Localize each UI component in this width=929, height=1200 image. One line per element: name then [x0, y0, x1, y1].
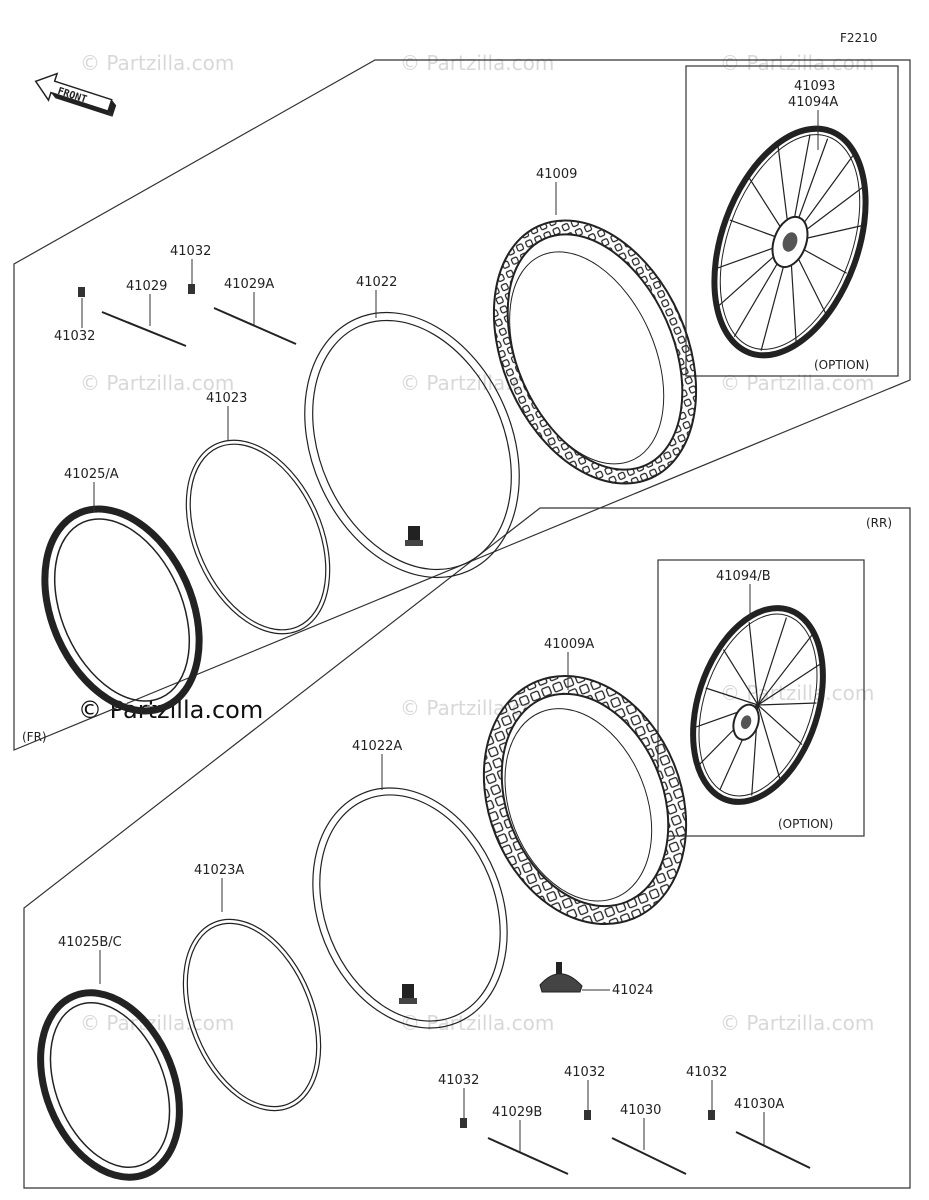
rear-section-outline — [23, 507, 911, 1189]
option-box-rear — [657, 559, 865, 837]
rear-tube-valve-icon — [399, 984, 417, 1004]
front-arrow-icon: FRONT — [34, 72, 117, 117]
label-41009A: 41009A — [544, 637, 594, 652]
front-rim-band — [185, 439, 331, 635]
front-tire — [492, 219, 698, 485]
spoke-nipple-icon — [460, 1110, 715, 1128]
watermark: © Partzilla.com — [720, 1011, 874, 1035]
rear-rim-band — [182, 918, 322, 1112]
spoke-icon — [101, 307, 297, 347]
watermark: © Partzilla.com — [720, 681, 874, 705]
watermark: © Partzilla.com — [720, 371, 874, 395]
label-41023A: 41023A — [194, 863, 244, 878]
watermarks: © Partzilla.com © Partzilla.com © Partzi… — [78, 51, 874, 1035]
rear-wheel-assembly — [690, 605, 826, 805]
label-41025BC: 41025B/C — [58, 935, 122, 950]
label-41032-rear-a: 41032 — [438, 1073, 479, 1088]
label-41032-rear-c: 41032 — [686, 1065, 727, 1080]
label-41009: 41009 — [536, 167, 577, 182]
front-section-outline — [13, 59, 911, 751]
label-41030: 41030 — [620, 1103, 661, 1118]
rim-lock-icon — [539, 962, 583, 993]
rear-rim — [37, 989, 183, 1181]
label-41032-front-a: 41032 — [54, 329, 95, 344]
label-41029A: 41029A — [224, 277, 274, 292]
watermark: © Partzilla.com — [80, 371, 234, 395]
watermark: © Partzilla.com — [400, 1011, 554, 1035]
label-41094B: 41094/B — [716, 569, 771, 584]
rear-tube — [312, 787, 508, 1029]
option-label-rear: (OPTION) — [778, 817, 833, 831]
watermark: © Partzilla.com — [80, 51, 234, 75]
rear-tire — [482, 674, 688, 926]
watermark: © Partzilla.com — [400, 51, 554, 75]
label-41029: 41029 — [126, 279, 167, 294]
label-41094A: 41094A — [788, 95, 838, 110]
label-41025A: 41025/A — [64, 467, 119, 482]
option-label-front: (OPTION) — [814, 358, 869, 372]
label-41022A: 41022A — [352, 739, 402, 754]
spoke-nipple-icon — [78, 284, 195, 297]
label-41032-rear-b: 41032 — [564, 1065, 605, 1080]
label-41032-front-b: 41032 — [170, 244, 211, 259]
front-tube — [304, 311, 520, 579]
label-41024: 41024 — [612, 983, 653, 998]
option-box-front — [685, 65, 899, 377]
figure-code: F2210 — [840, 31, 877, 45]
watermark: © Partzilla.com — [720, 51, 874, 75]
label-41029B: 41029B — [492, 1105, 542, 1120]
front-section-label: (FR) — [22, 730, 47, 744]
spoke-icon — [487, 1131, 811, 1175]
rear-section-label: (RR) — [866, 516, 892, 530]
label-41022: 41022 — [356, 275, 397, 290]
label-41093: 41093 — [794, 79, 835, 94]
front-tube-valve-icon — [405, 526, 423, 546]
front-rim — [41, 505, 203, 715]
front-wheel-assembly — [711, 125, 869, 359]
label-41023: 41023 — [206, 391, 247, 406]
label-41030A: 41030A — [734, 1097, 784, 1112]
